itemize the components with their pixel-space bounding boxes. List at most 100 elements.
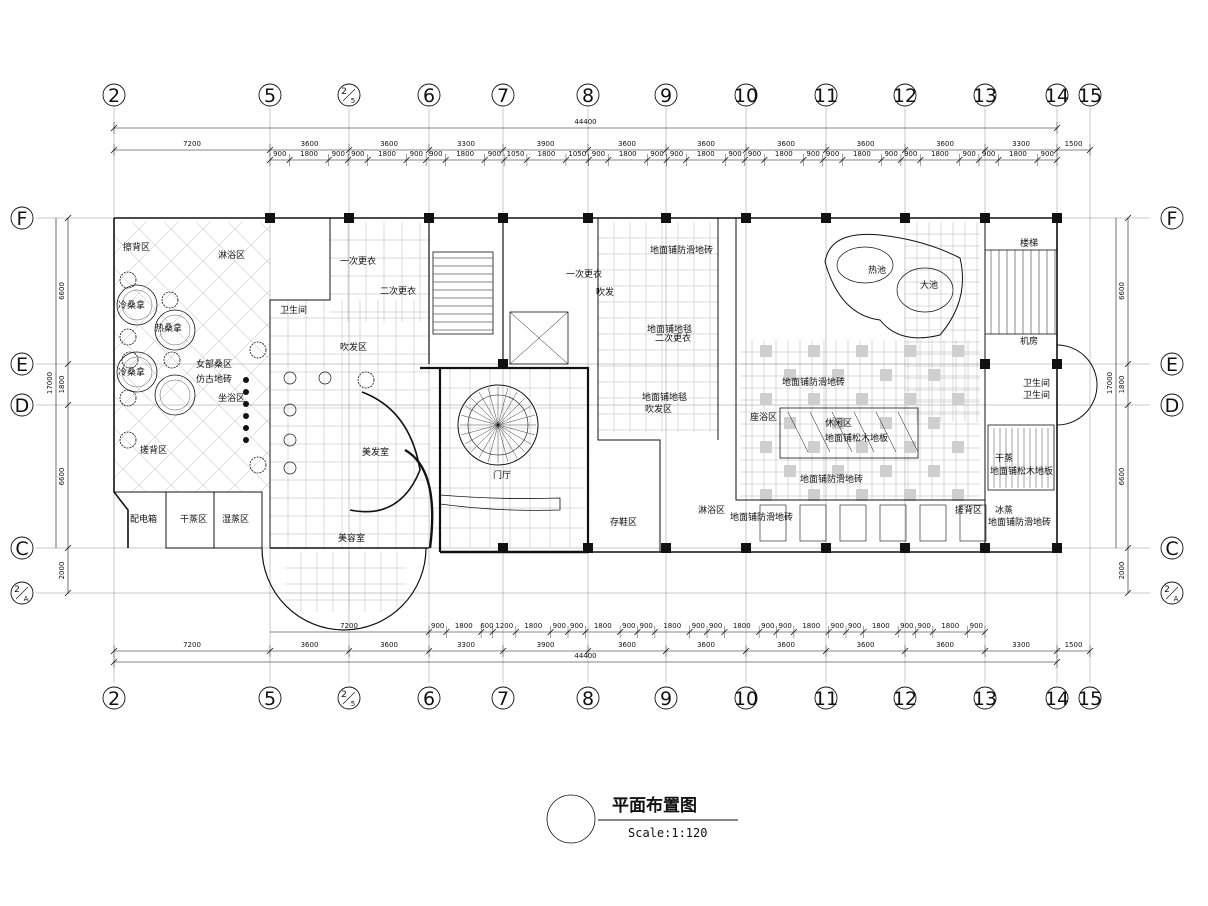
dim-top-bays-label-7: 3600 xyxy=(777,140,795,148)
dim-top-sub-label-23: 900 xyxy=(884,150,897,158)
structural-column xyxy=(265,213,275,223)
room-label-27: 存鞋区 xyxy=(610,516,637,528)
womens-sauna-diagonal-tile-d2 xyxy=(516,222,786,492)
lobby-rosette-ray xyxy=(497,414,535,426)
axis-bubble-top-3-den: 5 xyxy=(351,97,355,105)
leisure-table-set xyxy=(779,407,919,459)
lounge-chair xyxy=(839,504,867,542)
dim-top-sub-label-27: 900 xyxy=(982,150,995,158)
room-label-7: 仿古地砖 xyxy=(196,373,232,385)
axis-bubble-right-4-label: C xyxy=(1165,538,1178,560)
dim-top-sub-label-17: 900 xyxy=(728,150,741,158)
axis-bubble-bottom-3-num: 2 xyxy=(341,690,347,700)
dim-bottom-bays-label-7: 3600 xyxy=(777,641,795,649)
lounge-chair xyxy=(879,504,907,542)
axis-bubble-top-5 xyxy=(491,83,515,107)
structural-column xyxy=(498,213,508,223)
womens-sauna-diagonal-tile-d1 xyxy=(163,222,270,329)
lobby-rosette-ray xyxy=(497,388,509,426)
lobby-rosette-ray xyxy=(497,424,535,436)
axis-bubble-right-5-den: A xyxy=(1174,595,1179,603)
structural-column xyxy=(980,213,990,223)
sauna-tub-1 xyxy=(154,309,196,351)
womens-sauna-diagonal-tile xyxy=(114,222,786,492)
axis-bubble-bottom-6-label: 8 xyxy=(582,688,594,710)
wall-mens xyxy=(597,218,661,552)
room-label-5: 冷桑拿 xyxy=(118,366,145,378)
axis-bubble-bottom-2 xyxy=(258,686,282,710)
axis-bubble-bottom-13 xyxy=(1078,686,1102,710)
checker-tile xyxy=(904,393,916,405)
room-label-26: 吹发区 xyxy=(645,403,672,415)
axis-bubble-top-6 xyxy=(576,83,600,107)
plant-9 xyxy=(357,371,375,389)
dim-top-bays-label-10: 3300 xyxy=(1012,140,1030,148)
room-label-18: 美容室 xyxy=(338,532,365,544)
structural-column xyxy=(661,213,671,223)
salon-curved-wall xyxy=(349,391,421,513)
room-label-19: 门厅 xyxy=(493,469,511,481)
room-label-1: 擦背区 xyxy=(123,241,150,253)
dim-bottom-sub-label-2: 600 xyxy=(480,622,493,630)
dim-right-label-2: 6600 xyxy=(1118,468,1126,486)
axis-bubble-top-1 xyxy=(102,83,126,107)
room-label-21: 吹发 xyxy=(596,286,614,298)
checker-tile xyxy=(880,465,892,477)
bathroom-bay xyxy=(1056,344,1098,426)
structural-column xyxy=(498,543,508,553)
dim-top-bays-label-6: 3600 xyxy=(697,140,715,148)
womens-sauna-diagonal-tile-d2 xyxy=(195,417,270,492)
dim-top-bays-label-5: 3600 xyxy=(618,140,636,148)
womens-sauna-diagonal-tile-d1 xyxy=(114,395,211,492)
leisure-chair-mark xyxy=(853,411,875,453)
plant-3 xyxy=(121,351,139,369)
checker-tile xyxy=(808,489,820,501)
lobby-rosette-ray xyxy=(497,391,518,426)
checker-tile xyxy=(928,369,940,381)
checker-tile xyxy=(808,393,820,405)
fixtures xyxy=(116,233,1098,631)
dim-top-sub-label-4: 1800 xyxy=(378,150,396,158)
axis-bubble-top-2-label: 5 xyxy=(264,85,276,107)
structural-column xyxy=(583,213,593,223)
axis-bubble-left-5-den: A xyxy=(24,595,29,603)
structural-column xyxy=(1052,213,1062,223)
room-label-34: 地面铺防滑地砖 xyxy=(782,376,845,388)
dim-top-sub-label-29: 900 xyxy=(1041,150,1054,158)
dim-bottom-bays-label-0: 7200 xyxy=(183,641,201,649)
dim-bottom-sub-label-15: 900 xyxy=(779,622,792,630)
checker-tile xyxy=(760,345,772,357)
elevator-shaft xyxy=(509,311,569,365)
dim-left-total: 17000 xyxy=(46,372,54,394)
axis-bubble-top-9 xyxy=(814,83,838,107)
dim-right-tick-1 xyxy=(1124,360,1132,368)
dim-top-bays-label-9: 3600 xyxy=(936,140,954,148)
dim-top-sub-label-14: 900 xyxy=(650,150,663,158)
axis-bubble-top-1-label: 2 xyxy=(108,85,120,107)
structural-column xyxy=(741,213,751,223)
wall-west xyxy=(113,218,129,548)
axis-bubble-top-6-label: 8 xyxy=(582,85,594,107)
dim-left-tick-3 xyxy=(64,544,72,552)
checker-tile xyxy=(832,369,844,381)
dim-bottom-bays-label-5: 3600 xyxy=(618,641,636,649)
salon-curved-divider xyxy=(404,448,434,549)
checker-tile xyxy=(880,369,892,381)
axis-bubble-bottom-1 xyxy=(102,686,126,710)
dim-top-sub-label-15: 900 xyxy=(670,150,683,158)
womens-sauna-diagonal-tile-d2 xyxy=(114,222,179,287)
womens-sauna-diagonal-tile-d1 xyxy=(195,222,270,297)
leisure-chair-mark xyxy=(831,411,853,453)
axis-bubble-right-3-label: D xyxy=(1165,395,1180,417)
axis-bubble-top-12-label: 14 xyxy=(1045,85,1069,107)
basin-5 xyxy=(243,437,249,443)
checker-tile xyxy=(832,417,844,429)
checker-tile xyxy=(760,393,772,405)
room-label-16: 吹发区 xyxy=(340,341,367,353)
lobby-rosette-ray xyxy=(497,424,509,462)
dim-bottom-sub-label-1: 1800 xyxy=(455,622,473,630)
room-label-3: 冷桑拿 xyxy=(118,299,145,311)
womens-sauna-diagonal-tile-d2 xyxy=(259,481,270,492)
dry-steam-room xyxy=(987,424,1055,491)
room-label-33: 地面铺松木地板 xyxy=(825,432,888,444)
